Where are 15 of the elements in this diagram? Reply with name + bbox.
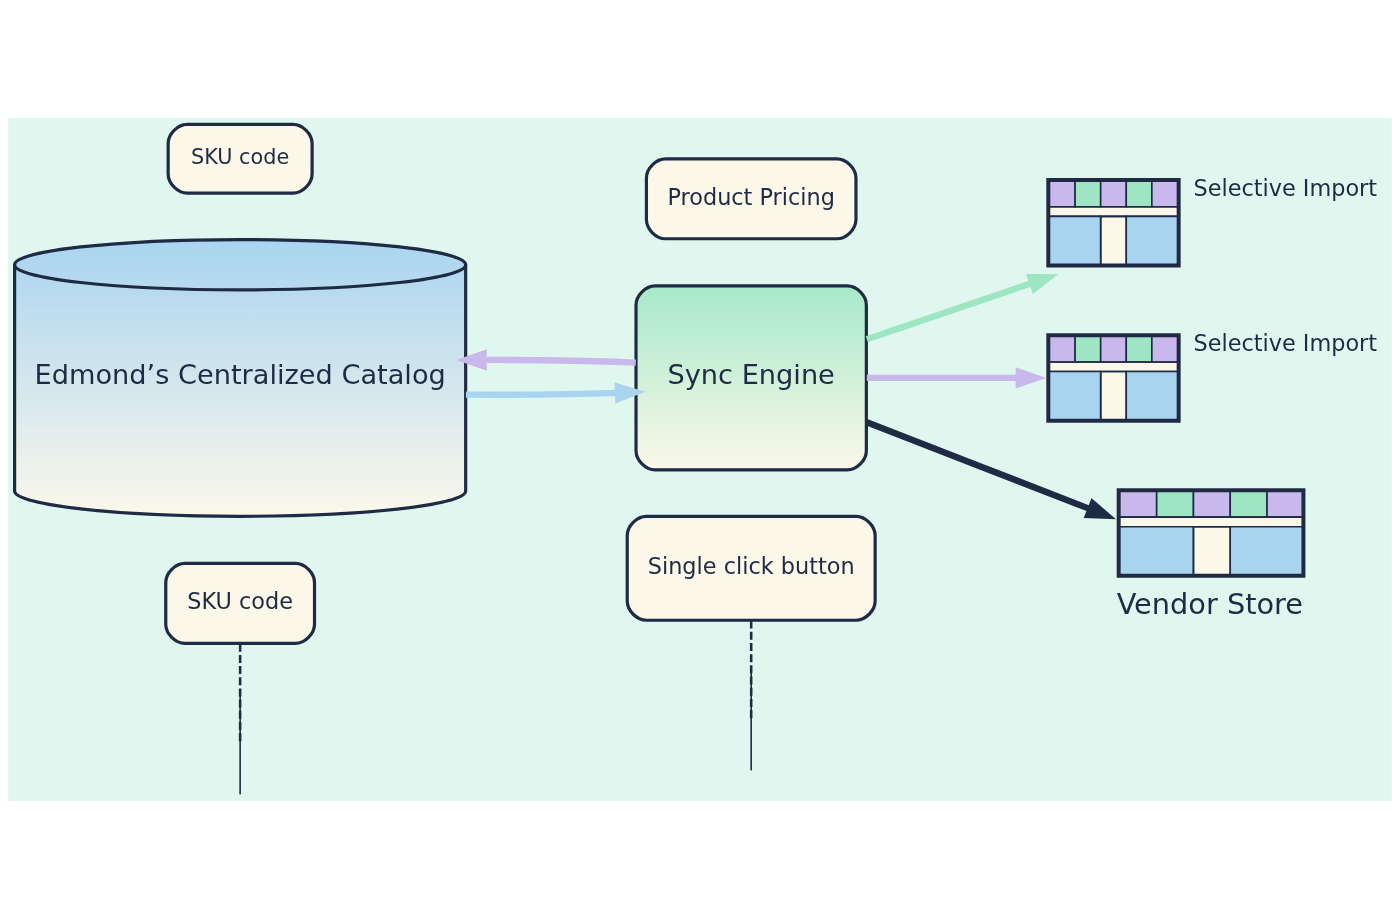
node-label: Selective Import bbox=[1193, 329, 1378, 356]
arrow bbox=[865, 418, 1116, 519]
node-box: SKU code bbox=[164, 561, 317, 645]
arrow bbox=[456, 348, 636, 371]
connector bbox=[749, 620, 753, 719]
arrow bbox=[866, 366, 1047, 389]
node-box: Single click button bbox=[625, 514, 877, 622]
node-box: SKU code bbox=[166, 122, 314, 195]
node-box: Sync Engine bbox=[634, 283, 868, 471]
arrow bbox=[865, 273, 1059, 342]
node-box: Product Pricing bbox=[644, 156, 858, 240]
node-label: Selective Import bbox=[1193, 174, 1378, 201]
arrow bbox=[465, 381, 646, 404]
connector bbox=[238, 643, 242, 743]
node-label: Vendor Store bbox=[1116, 586, 1304, 621]
